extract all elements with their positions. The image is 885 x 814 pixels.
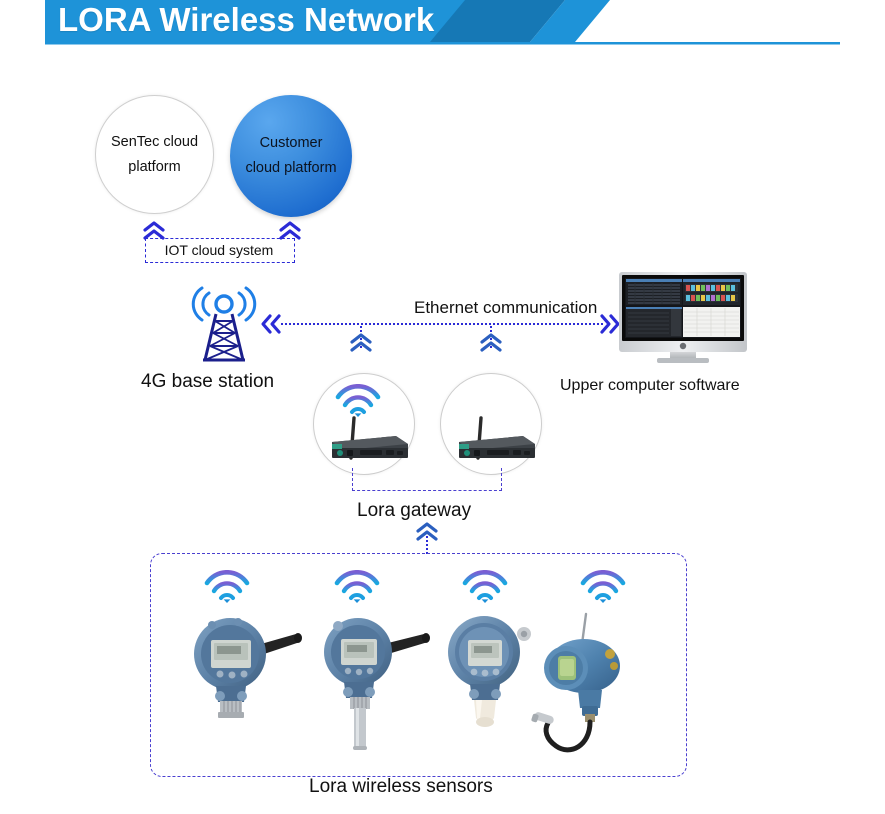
page-title: LORA Wireless Network	[58, 1, 435, 38]
gateway-node-2[interactable]	[440, 373, 542, 475]
gateway-group-bracket	[352, 468, 502, 491]
customer-cloud-label: Customer cloud platform	[230, 131, 352, 181]
chevron-up-icon-gateway2	[480, 333, 502, 353]
customer-label-line1: Customer	[259, 135, 323, 151]
cable-probe-transmitter-4	[531, 612, 620, 753]
ethernet-link-line	[281, 323, 603, 325]
chevron-up-icon-gateway1	[350, 333, 372, 353]
customer-cloud-platform-node[interactable]: Customer cloud platform	[230, 95, 352, 217]
sensor-2[interactable]	[310, 570, 440, 770]
arrow-right-icon-ethernet	[598, 313, 622, 335]
chevron-up-icon-customer	[279, 221, 301, 241]
temperature-transmitter-2	[324, 618, 430, 750]
gateway-device-1	[332, 416, 408, 460]
sensor-group-box	[150, 553, 687, 777]
sentec-cloud-label: SenTec cloud platform	[96, 130, 213, 180]
wifi-icon-gateway1	[335, 384, 381, 417]
ethernet-communication-label: Ethernet communication	[414, 298, 598, 317]
level-transmitter-3	[448, 616, 531, 727]
sensor-3[interactable]	[438, 570, 568, 770]
sentec-label-line1: SenTec cloud	[110, 133, 199, 150]
sensor-4[interactable]	[531, 562, 680, 762]
sensor-1[interactable]	[180, 570, 310, 770]
sentec-label-line2: platform	[128, 158, 181, 175]
iot-cloud-system-group-box	[145, 238, 295, 263]
chevron-up-icon-sentec	[143, 221, 165, 241]
sensor-group-label: Lora wireless sensors	[309, 776, 493, 797]
wifi-icon-sensor-1	[204, 570, 250, 603]
wifi-icon-sensor-2	[334, 570, 380, 603]
sensors-uplink-line	[426, 532, 428, 554]
chevron-up-icon-sensors	[416, 522, 438, 542]
cell-tower-icon	[183, 281, 265, 365]
wifi-icon-sensor-3	[462, 570, 508, 603]
gateway-device-2	[459, 416, 535, 460]
gateway-group-label: Lora gateway	[357, 500, 472, 521]
upper-computer-software-label: Upper computer software	[560, 377, 740, 394]
sentec-cloud-platform-node[interactable]: SenTec cloud platform	[95, 95, 214, 214]
pressure-transmitter-1	[194, 618, 302, 718]
wifi-icon-sensor-4	[580, 570, 626, 603]
banner-shape	[45, 0, 840, 45]
customer-label-line2: cloud platform	[245, 160, 337, 176]
header-banner: LORA Wireless Network	[45, 0, 885, 48]
arrow-left-icon-ethernet	[259, 313, 283, 335]
iot-cloud-system-label: IOT cloud system	[164, 241, 274, 258]
gateway-node-1[interactable]	[313, 373, 415, 475]
base-station-label: 4G base station	[141, 371, 275, 392]
desktop-monitor-icon	[617, 271, 749, 366]
